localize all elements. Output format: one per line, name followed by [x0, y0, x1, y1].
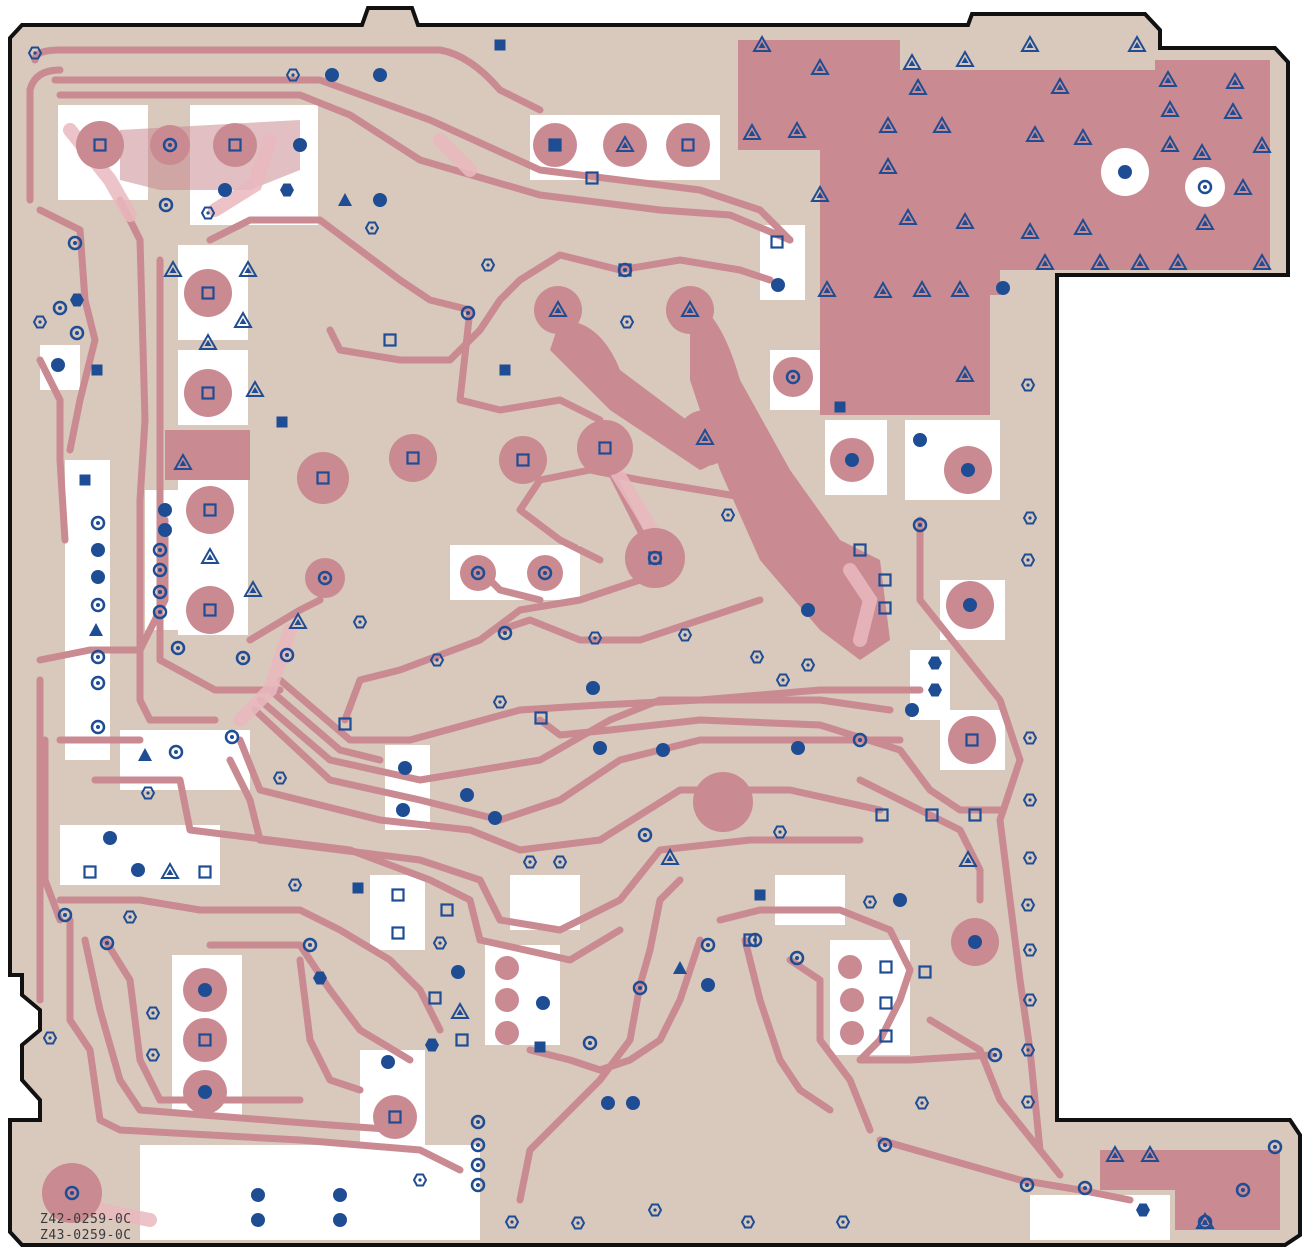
round-pad-icon [536, 996, 550, 1010]
round-pad-icon [451, 965, 465, 979]
round-pad-icon [396, 803, 410, 817]
filled-square-pad-icon [276, 416, 288, 428]
filled-square-pad-icon [754, 889, 766, 901]
filled-square-pad-icon [534, 1041, 546, 1053]
round-pad-icon [913, 433, 927, 447]
round-pad-icon [218, 183, 232, 197]
round-pad-icon [103, 831, 117, 845]
round-pad-icon [131, 863, 145, 877]
round-pad-icon [398, 761, 412, 775]
round-pad-icon [845, 453, 859, 467]
round-pad-icon [961, 463, 975, 477]
round-pad-icon [91, 570, 105, 584]
round-pad-icon [198, 983, 212, 997]
round-pad-icon [791, 741, 805, 755]
round-pad-icon [91, 543, 105, 557]
filled-square-pad-icon [499, 364, 511, 376]
round-pad-icon [381, 1055, 395, 1069]
round-pad-icon [251, 1188, 265, 1202]
round-pad-icon [963, 598, 977, 612]
round-pad-icon [325, 68, 339, 82]
round-pad-icon [656, 743, 670, 757]
filled-square-pad-icon [79, 474, 91, 486]
round-pad-icon [333, 1188, 347, 1202]
round-pad-icon [158, 503, 172, 517]
round-pad-icon [968, 935, 982, 949]
round-pad-icon [586, 681, 600, 695]
filled-square-pad-icon [352, 882, 364, 894]
filled-square-pad-icon [834, 401, 846, 413]
round-pad-icon [51, 358, 65, 372]
round-pad-icon [996, 281, 1010, 295]
filled-square-pad-icon [494, 39, 506, 51]
round-pad-icon [771, 278, 785, 292]
round-pad-icon [460, 788, 474, 802]
round-pad-icon [373, 68, 387, 82]
round-pad-icon [333, 1213, 347, 1227]
round-pad-icon [1118, 165, 1132, 179]
round-pad-icon [601, 1096, 615, 1110]
round-pad-icon [593, 741, 607, 755]
round-pad-icon [488, 811, 502, 825]
round-pad-icon [905, 703, 919, 717]
round-pad-icon [293, 138, 307, 152]
round-pad-icon [158, 523, 172, 537]
part-number-label-1: Z42-0259-0C [40, 1212, 132, 1227]
filled-square-pad-icon [91, 364, 103, 376]
copper-traces [26, 46, 1134, 1204]
round-pad-icon [801, 603, 815, 617]
round-pad-icon [198, 1085, 212, 1099]
round-pad-icon [701, 978, 715, 992]
round-pad-icon [893, 893, 907, 907]
round-pad-icon [251, 1213, 265, 1227]
filled-square-pad-icon [549, 139, 561, 151]
round-pad-icon [626, 1096, 640, 1110]
part-number-label-2: Z43-0259-0C [40, 1228, 132, 1243]
round-pad-icon [373, 193, 387, 207]
